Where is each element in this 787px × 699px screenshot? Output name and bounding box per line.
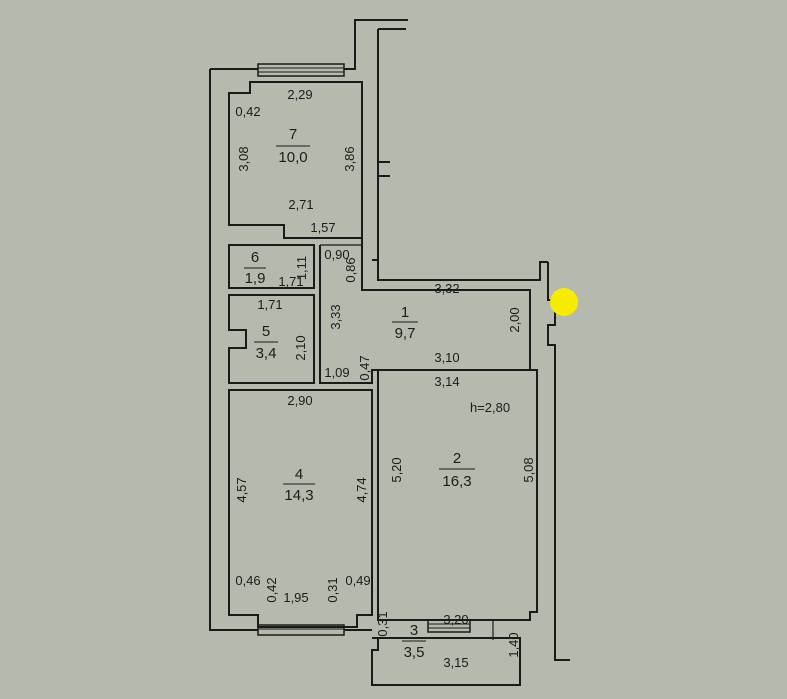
svg-text:10,0: 10,0 (278, 149, 307, 166)
svg-text:0,42: 0,42 (264, 577, 279, 602)
svg-text:3,32: 3,32 (434, 281, 459, 296)
ceiling-height-label: h=2,80 (470, 400, 510, 415)
svg-text:2,90: 2,90 (287, 393, 312, 408)
svg-text:3,4: 3,4 (256, 345, 277, 362)
svg-text:0,42: 0,42 (235, 104, 260, 119)
room-3 (371, 637, 521, 686)
svg-text:0,31: 0,31 (325, 577, 340, 602)
room-6 (228, 244, 315, 289)
svg-text:1,9: 1,9 (245, 270, 266, 287)
svg-text:9,7: 9,7 (395, 325, 416, 342)
svg-text:5,08: 5,08 (521, 457, 536, 482)
svg-text:0,86: 0,86 (343, 257, 358, 282)
window-balcony (427, 619, 494, 640)
room-2 (377, 369, 538, 621)
svg-text:5,20: 5,20 (389, 457, 404, 482)
svg-text:14,3: 14,3 (284, 487, 313, 504)
svg-text:0,46: 0,46 (235, 573, 260, 588)
svg-text:0,90: 0,90 (324, 247, 349, 262)
svg-text:3,14: 3,14 (434, 374, 459, 389)
svg-text:3,20: 3,20 (443, 612, 468, 627)
svg-text:1,95: 1,95 (283, 590, 308, 605)
svg-text:1,71: 1,71 (257, 297, 282, 312)
svg-text:2: 2 (453, 450, 461, 467)
svg-text:3,33: 3,33 (328, 304, 343, 329)
room-4 (228, 389, 373, 628)
window-bottom-left (257, 624, 345, 636)
svg-text:4: 4 (295, 466, 303, 483)
svg-text:16,3: 16,3 (442, 473, 471, 490)
svg-text:2,00: 2,00 (507, 307, 522, 332)
svg-text:1,57: 1,57 (310, 220, 335, 235)
svg-text:0,47: 0,47 (357, 355, 372, 380)
outer-walls (209, 19, 570, 661)
svg-text:5: 5 (262, 323, 270, 340)
svg-text:7: 7 (289, 126, 297, 143)
svg-text:3,10: 3,10 (434, 350, 459, 365)
room-7 (228, 81, 363, 239)
yellow-marker-dot (550, 288, 578, 316)
room-labels: 7 10,0 6 1,9 5 3,4 1 9,7 4 14,3 2 16,3 3… (244, 126, 510, 661)
dimension-labels: 2,29 0,42 3,08 3,86 2,71 1,57 1,11 1,71 … (234, 87, 536, 670)
svg-text:0,31: 0,31 (375, 611, 390, 636)
svg-text:2,71: 2,71 (288, 197, 313, 212)
svg-text:1,09: 1,09 (324, 365, 349, 380)
svg-text:3,5: 3,5 (404, 644, 425, 661)
svg-text:0,49: 0,49 (345, 573, 370, 588)
svg-text:3,15: 3,15 (443, 655, 468, 670)
room-5 (228, 294, 315, 384)
svg-text:1: 1 (401, 304, 409, 321)
svg-text:4,57: 4,57 (234, 477, 249, 502)
svg-text:3,08: 3,08 (236, 146, 251, 171)
svg-text:6: 6 (251, 249, 259, 266)
svg-text:3: 3 (410, 622, 418, 639)
svg-text:1,11: 1,11 (294, 256, 309, 280)
window-top (257, 63, 345, 77)
svg-text:3,86: 3,86 (342, 146, 357, 171)
svg-text:1,71: 1,71 (278, 274, 303, 289)
svg-text:2,29: 2,29 (287, 87, 312, 102)
svg-text:4,74: 4,74 (354, 477, 369, 502)
svg-text:2,10: 2,10 (293, 335, 308, 360)
svg-text:1,40: 1,40 (506, 632, 521, 657)
